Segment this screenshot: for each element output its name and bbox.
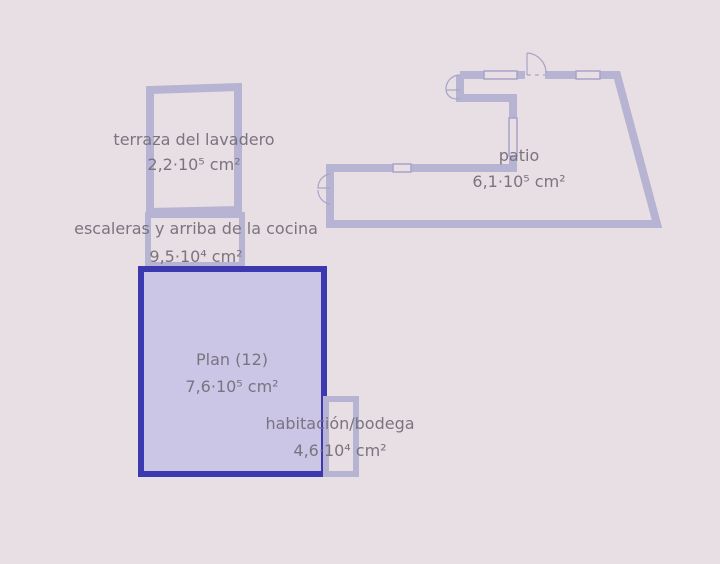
room-patio[interactable]	[317, 52, 663, 228]
room-label-escaleras: escaleras y arriba de la cocina	[74, 219, 318, 238]
room-habitacion-bodega[interactable]	[323, 396, 359, 477]
room-area-patio: 6,1·10⁵ cm²	[472, 172, 566, 191]
room-label-terraza: terraza del lavadero	[113, 130, 275, 149]
room-label-patio: patio	[498, 146, 540, 165]
room-area-plan: 7,6·10⁵ cm²	[185, 377, 279, 396]
window-icon	[508, 117, 518, 157]
room-area-terraza: 2,2·10⁵ cm²	[147, 155, 241, 174]
door-icon	[317, 173, 331, 205]
room-area-bodega: 4,6·10⁴ cm²	[293, 441, 387, 460]
window-icon	[575, 70, 601, 80]
room-label-plan: Plan (12)	[196, 350, 268, 369]
room-area-escaleras: 9,5·10⁴ cm²	[149, 247, 243, 266]
room-label-bodega: habitación/bodega	[265, 414, 415, 433]
room-escaleras[interactable]	[145, 212, 245, 268]
window-icon	[392, 163, 412, 173]
door-icon	[445, 74, 461, 100]
room-terraza-del-lavadero[interactable]	[146, 82, 242, 217]
room-plan-12[interactable]	[138, 266, 327, 477]
door-icon	[526, 52, 547, 76]
window-icon	[483, 70, 518, 80]
